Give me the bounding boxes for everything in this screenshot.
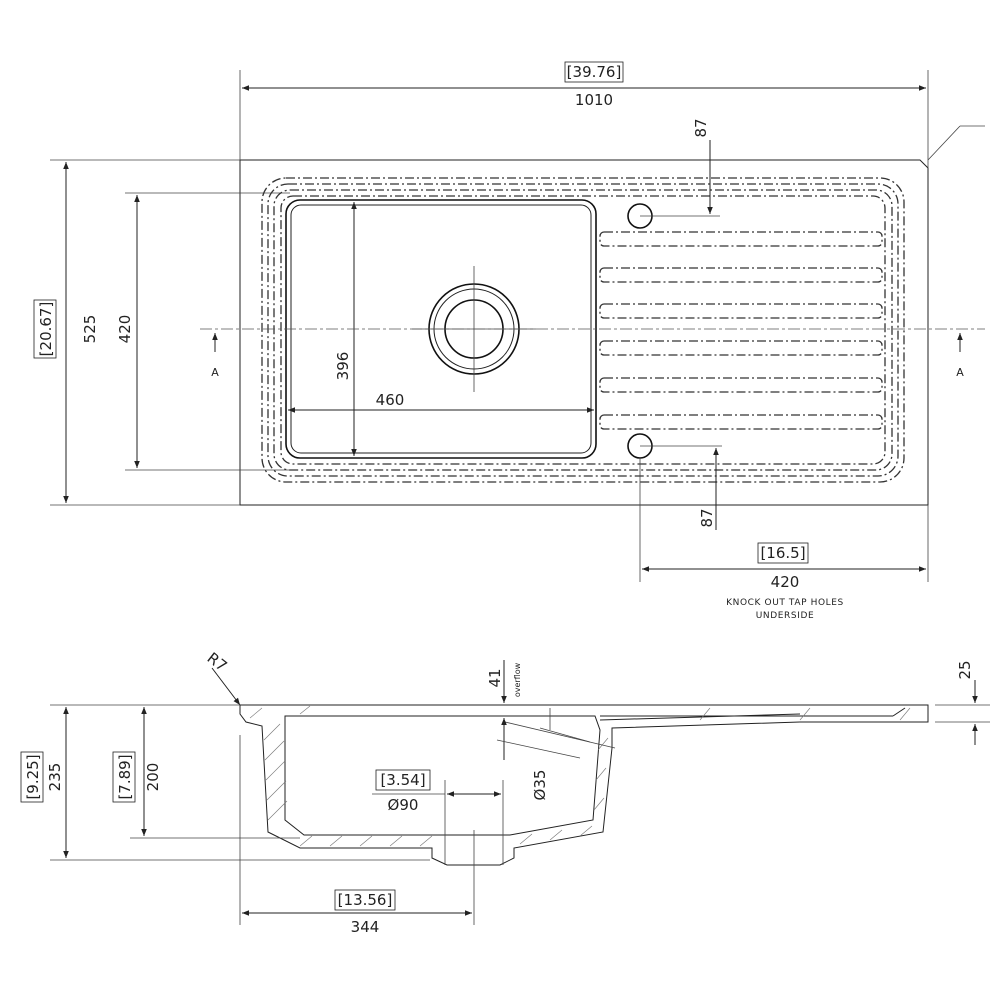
drainer-rim <box>261 177 905 483</box>
dim-tap-span-mm: 420 <box>771 573 800 591</box>
dim-overall-width-in: [39.76] <box>567 63 622 81</box>
section-outline <box>239 704 929 866</box>
dim-tap-offset-top-text: 87 <box>692 118 710 137</box>
dim-overall-height-mm: 235 <box>46 763 64 792</box>
note-knock-out: KNOCK OUT TAP HOLES <box>726 598 844 608</box>
plan-view: [39.76] 1010 [20.67] 525 420 <box>33 61 985 621</box>
section-inner-wall <box>284 715 601 836</box>
dim-overall-depth-in: [20.67] <box>37 302 55 357</box>
section-label-right: A <box>956 366 964 379</box>
dim-rim-thickness: 25 <box>956 660 974 679</box>
dim-bowl-height-in: [7.89] <box>116 754 134 799</box>
dim-tap-span-in: [16.5] <box>760 544 805 562</box>
radius-label: R7 <box>204 649 231 675</box>
drainer-grooves <box>599 231 883 430</box>
dim-waste-offset-in: [13.56] <box>338 891 393 909</box>
dim-overall-width-mm: 1010 <box>575 91 613 109</box>
dim-overall-depth-mm: 525 <box>81 315 99 344</box>
overflow-label: overflow <box>513 662 522 697</box>
dim-waste-offset-mm: 344 <box>351 918 380 936</box>
dim-bowl-depth-inner-text: 396 <box>334 352 352 381</box>
dim-overall-height-in: [9.25] <box>24 754 42 799</box>
dim-overflow-height: 41 <box>486 668 504 687</box>
dim-waste-dia-in: [3.54] <box>380 771 425 789</box>
section-view: R7 41 overflow Ø35 25 [9.25] 235 [7.89] … <box>20 649 990 936</box>
leader-r7 <box>211 667 241 706</box>
dim-bowl-height-mm: 200 <box>144 763 162 792</box>
dim-waste-dia-mm: Ø90 <box>388 796 419 814</box>
section-hatch <box>249 705 911 847</box>
section-label-left: A <box>211 366 219 379</box>
dim-overflow-dia: Ø35 <box>531 770 549 801</box>
leader-chamfer <box>927 125 961 161</box>
dim-tap-offset-bottom-text: 87 <box>698 508 716 527</box>
dim-bowl-depth-outer-text: 420 <box>116 315 134 344</box>
note-underside: UNDERSIDE <box>756 611 815 621</box>
dim-bowl-width-text: 460 <box>376 391 405 409</box>
sink-outline <box>239 159 929 506</box>
